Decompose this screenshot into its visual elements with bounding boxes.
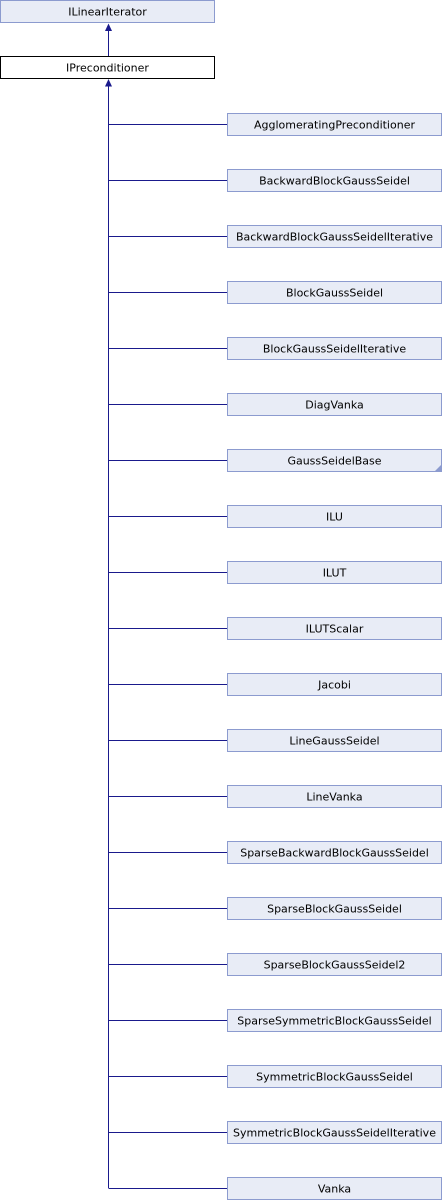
- base-class-box[interactable]: [0, 0, 215, 23]
- base-class-node[interactable]: ILinearIterator: [0, 0, 215, 23]
- derived-class-node[interactable]: ILU: [227, 505, 442, 528]
- derived-class-label: DiagVanka: [305, 399, 364, 412]
- more-children-marker-icon: [434, 464, 442, 472]
- derived-class-node[interactable]: BlockGaussSeidelIterative: [227, 337, 442, 360]
- derived-class-label: BackwardBlockGaussSeidel: [259, 175, 410, 188]
- derived-class-label: Jacobi: [317, 679, 351, 692]
- base-class-label: ILinearIterator: [68, 6, 147, 19]
- derived-class-label: ILUTScalar: [306, 623, 364, 636]
- inheritance-connectors: [105, 23, 228, 1189]
- derived-class-label: LineVanka: [306, 791, 362, 804]
- derived-class-list: AgglomeratingPreconditionerBackwardBlock…: [227, 113, 442, 1200]
- derived-class-node[interactable]: AgglomeratingPreconditioner: [227, 113, 442, 136]
- base-arrow-head: [105, 23, 112, 31]
- derived-class-label: SparseBlockGaussSeidel2: [264, 959, 406, 972]
- derived-class-node[interactable]: SparseBackwardBlockGaussSeidel: [227, 841, 442, 864]
- derived-class-label: AgglomeratingPreconditioner: [254, 119, 415, 132]
- derived-class-label: SparseSymmetricBlockGaussSeidel: [237, 1015, 431, 1028]
- derived-class-node[interactable]: ILUTScalar: [227, 617, 442, 640]
- derived-class-node[interactable]: LineVanka: [227, 785, 442, 808]
- derived-class-label: SparseBackwardBlockGaussSeidel: [240, 847, 429, 860]
- derived-class-label: BackwardBlockGaussSeidelIterative: [236, 231, 433, 244]
- derived-class-node[interactable]: BackwardBlockGaussSeidel: [227, 169, 442, 192]
- derived-class-label: SparseBlockGaussSeidel: [267, 903, 402, 916]
- focus-class-label: IPreconditioner: [66, 62, 149, 75]
- derived-class-node[interactable]: Vanka: [227, 1177, 442, 1200]
- derived-class-label: SymmetricBlockGaussSeidelIterative: [233, 1127, 436, 1140]
- derived-class-label: BlockGaussSeidel: [286, 287, 383, 300]
- derived-class-label: ILU: [326, 511, 343, 524]
- derived-class-node[interactable]: BackwardBlockGaussSeidelIterative: [227, 225, 442, 248]
- derived-class-node[interactable]: GaussSeidelBase: [227, 449, 442, 472]
- derived-class-label: SymmetricBlockGaussSeidel: [256, 1071, 413, 1084]
- derived-class-node[interactable]: SymmetricBlockGaussSeidelIterative: [227, 1121, 442, 1144]
- derived-class-label: Vanka: [318, 1183, 351, 1196]
- derived-class-node[interactable]: SparseSymmetricBlockGaussSeidel: [227, 1009, 442, 1032]
- derived-class-label: LineGaussSeidel: [289, 735, 379, 748]
- derived-class-node[interactable]: DiagVanka: [227, 393, 442, 416]
- focus-class-node: IPreconditioner: [0, 56, 215, 79]
- derived-class-node[interactable]: SparseBlockGaussSeidel2: [227, 953, 442, 976]
- derived-class-node[interactable]: SymmetricBlockGaussSeidel: [227, 1065, 442, 1088]
- derived-class-node[interactable]: SparseBlockGaussSeidel: [227, 897, 442, 920]
- derived-class-node[interactable]: ILUT: [227, 561, 442, 584]
- focus-arrow-head: [105, 79, 112, 87]
- derived-class-label: GaussSeidelBase: [287, 455, 381, 468]
- derived-class-node[interactable]: BlockGaussSeidel: [227, 281, 442, 304]
- derived-class-label: ILUT: [323, 567, 347, 580]
- derived-class-node[interactable]: Jacobi: [227, 673, 442, 696]
- focus-class-box: [0, 56, 215, 79]
- derived-class-label: BlockGaussSeidelIterative: [263, 343, 407, 356]
- derived-class-node[interactable]: LineGaussSeidel: [227, 729, 442, 752]
